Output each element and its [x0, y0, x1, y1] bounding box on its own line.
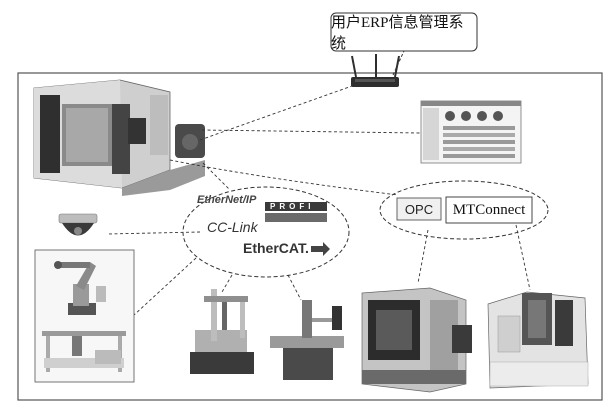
- mtconnect-label: MTConnect: [452, 201, 526, 218]
- industrial-robot-icon: [54, 261, 106, 315]
- profi-logo: [265, 202, 327, 222]
- cmm-machine-icon: [190, 289, 254, 374]
- vertical-mill-icon: [487, 291, 589, 389]
- opc-box: [396, 197, 442, 221]
- ethercat-logo-text: EtherCAT.: [243, 240, 309, 256]
- router-icon: [351, 54, 400, 87]
- connection-lines: [106, 85, 531, 316]
- router-to-erp-link: [392, 50, 405, 76]
- profi-logo-text: PROFI: [270, 202, 315, 211]
- horizontal-machining-center-icon: [33, 79, 205, 196]
- factory-frame: [17, 72, 603, 401]
- machining-center-icon: [361, 287, 472, 393]
- dome-camera-icon: [58, 213, 98, 236]
- erp-system-label: 用户ERP信息管理系统: [331, 15, 464, 52]
- mtconnect-box: [445, 196, 533, 224]
- monitoring-screen-icon: [420, 100, 522, 164]
- opc-mtconnect-ellipse: [379, 180, 549, 240]
- gantry-loader-icon: [42, 331, 126, 372]
- ethercat-mark: [311, 242, 330, 256]
- height-gauge-icon: [270, 300, 344, 380]
- cc-link-logo-text: CC-Link: [207, 219, 258, 235]
- opc-label: OPC: [404, 201, 434, 217]
- fieldbus-protocol-ellipse: [182, 186, 350, 278]
- ethernet-ip-logo-text: EtherNet/IP: [197, 194, 257, 206]
